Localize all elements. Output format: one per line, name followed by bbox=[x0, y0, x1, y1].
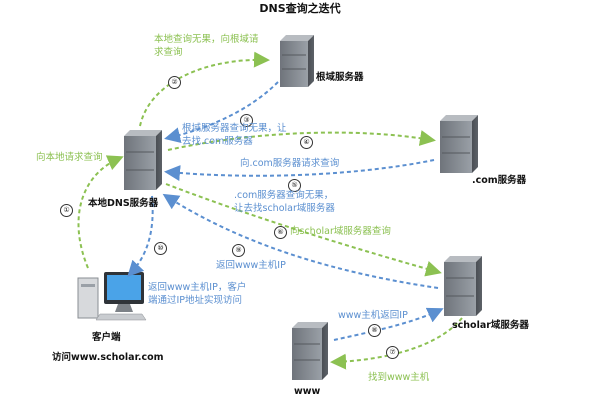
arrow-step8 bbox=[333, 307, 444, 341]
arrow-step10 bbox=[127, 195, 154, 277]
step10-number: ⑩ bbox=[154, 242, 167, 255]
scholar-server-icon bbox=[444, 256, 482, 316]
step10-label-line1: 返回www主机IP，客户 bbox=[148, 282, 247, 293]
scholar-server-label: scholar域服务器 bbox=[452, 320, 529, 331]
step5-number: ⑤ bbox=[288, 179, 301, 192]
diagram-title: DNS查询之迭代 bbox=[259, 2, 341, 15]
arrow-step1 bbox=[77, 155, 124, 269]
step9-number: ⑨ bbox=[232, 244, 245, 257]
arrow-step2 bbox=[139, 51, 270, 127]
arrow-step5 bbox=[164, 159, 435, 182]
step2-label-line2: 求查询 bbox=[154, 47, 183, 58]
www-server-icon bbox=[292, 322, 328, 380]
step3-label-line2: 去找.com服务器 bbox=[182, 136, 253, 147]
step5-label-line1: .com服务器查询无果， bbox=[234, 190, 334, 201]
arrow-step4 bbox=[167, 130, 436, 151]
step5-label-line2: 让去找scholar域服务器 bbox=[234, 203, 335, 214]
local-dns-server-icon bbox=[124, 130, 162, 190]
step6-label: 向scholar域服务器查询 bbox=[290, 226, 391, 237]
root-server-icon bbox=[280, 35, 314, 87]
step2-label-line1: 本地查询无果，向根域请 bbox=[154, 34, 259, 45]
step8-label: www主机返回IP bbox=[338, 310, 408, 321]
local-dns-server-label: 本地DNS服务器 bbox=[88, 198, 159, 209]
com-server-icon bbox=[440, 115, 478, 173]
client-caption: 访问www.scholar.com bbox=[52, 352, 164, 363]
arrow-step7 bbox=[330, 317, 463, 370]
step7-number: ⑦ bbox=[386, 346, 399, 359]
step1-label: 向本地请求查询 bbox=[36, 152, 103, 163]
step8-number: ⑧ bbox=[368, 324, 381, 337]
root-server-label: 根域服务器 bbox=[316, 72, 364, 83]
step6-number: ⑥ bbox=[274, 226, 287, 239]
step3-number: ③ bbox=[240, 114, 253, 127]
step4-label: 向.com服务器请求查询 bbox=[240, 158, 340, 169]
client-computer-icon bbox=[77, 272, 147, 321]
step9-label: 返回www主机IP bbox=[216, 260, 286, 271]
arrow-step9 bbox=[162, 193, 439, 289]
step1-number: ① bbox=[60, 204, 73, 217]
step7-label: 找到www主机 bbox=[368, 372, 430, 383]
step4-number: ④ bbox=[300, 136, 313, 149]
arrow-step6 bbox=[165, 183, 442, 277]
step10-label-line2: 端通过IP地址实现访问 bbox=[148, 295, 243, 306]
com-server-label: .com服务器 bbox=[472, 175, 527, 186]
step3-label-line1: 根域服务器查询无果，让 bbox=[182, 123, 287, 134]
step2-number: ② bbox=[168, 76, 181, 89]
www-server-label: www bbox=[294, 386, 321, 397]
client-label: 客户端 bbox=[92, 332, 121, 343]
